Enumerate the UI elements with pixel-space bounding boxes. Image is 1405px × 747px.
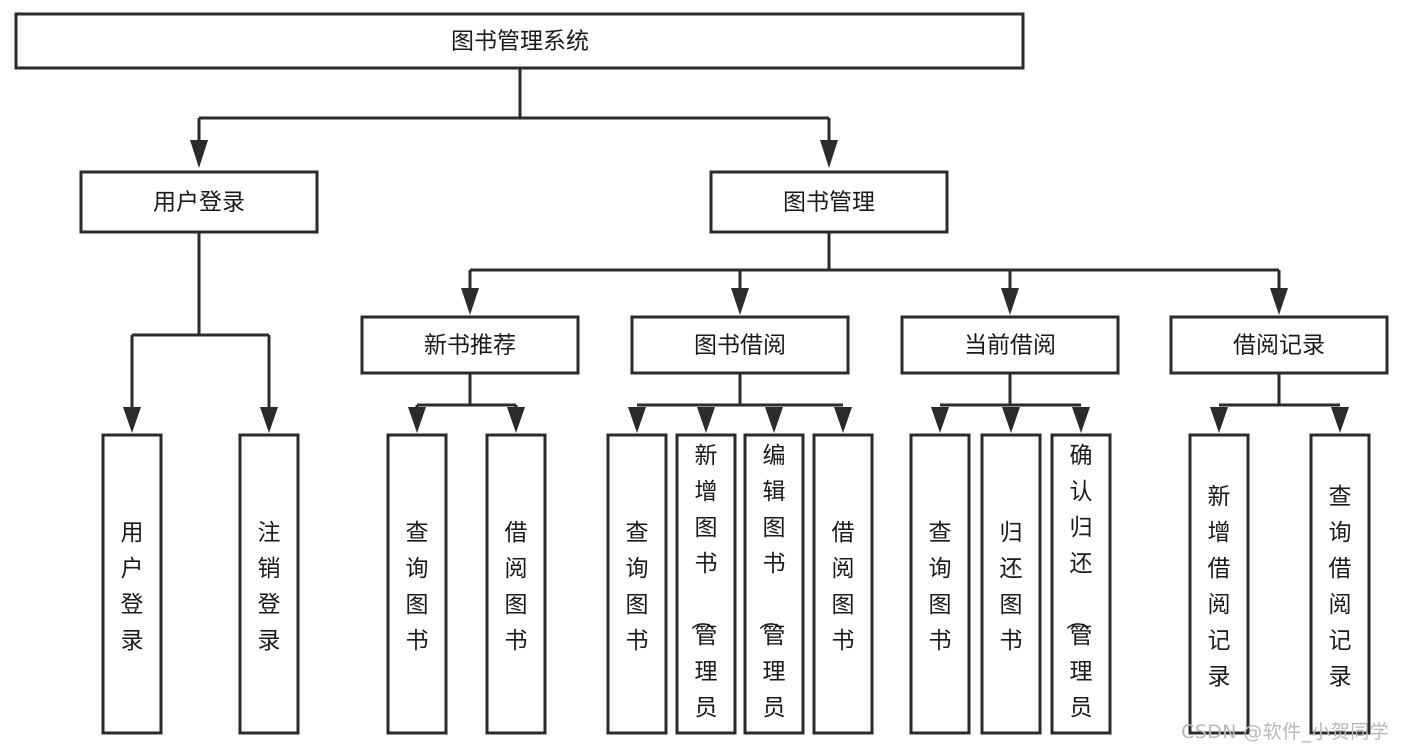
node-root[interactable]: 图书管理系统: [14, 12, 1025, 70]
arrow-leaf-add-borrow-record: [1210, 407, 1228, 433]
node-current-borrow-label: 当前借阅: [964, 333, 1056, 359]
node-leaf-add-book-admin[interactable]: [675, 433, 737, 735]
node-borrow-record-box[interactable]: [1169, 315, 1389, 375]
arrow-leaf-return-book: [1002, 407, 1020, 433]
node-leaf-add-book-admin-label: 新增图书（管理员）: [689, 443, 718, 747]
arrow-leaf-confirm-return-admin: [1072, 407, 1090, 433]
arrow-to-new-book-recommend: [461, 288, 479, 315]
node-current-borrow[interactable]: 当前借阅: [900, 315, 1120, 375]
node-leaf-query-borrow-record-box[interactable]: [1309, 433, 1371, 735]
node-root-label: 图书管理系统: [451, 29, 589, 55]
node-leaf-user-login-label: 用户登录: [121, 520, 144, 654]
node-leaf-confirm-return-admin-label: 确认归还（管理员）: [1064, 443, 1093, 747]
node-leaf-user-logout-label: 注销登录: [258, 520, 281, 654]
node-leaf-query-book-rec-label: 查询图书: [406, 520, 429, 654]
node-borrow-record[interactable]: 借阅记录: [1169, 315, 1389, 375]
node-leaf-user-login-box[interactable]: [101, 433, 163, 735]
node-leaf-query-book-borrow-label: 查询图书: [626, 520, 649, 654]
node-leaf-query-book-borrow-box[interactable]: [606, 433, 668, 735]
node-leaf-query-book-rec[interactable]: [386, 433, 448, 735]
connector-layer: [123, 68, 1349, 433]
node-new-book-recommend-box[interactable]: [360, 315, 580, 375]
node-leaf-edit-book-admin-box[interactable]: [743, 433, 805, 735]
node-current-borrow-box[interactable]: [900, 315, 1120, 375]
watermark-text: CSDN @软件_小贺同学: [1181, 721, 1389, 743]
node-leaf-query-book-current-box[interactable]: [909, 433, 971, 735]
node-leaf-return-book-label: 归还图书: [1000, 520, 1023, 654]
leaf-text-layer: 用户登录 注销登录 查询图书 借阅图书 查询图书 新增图书（管理员） 编辑图书（管理员） 借阅…: [121, 443, 1352, 747]
arrow-leaf-user-login: [123, 407, 141, 433]
node-leaf-query-book-current-label: 查询图书: [929, 520, 952, 654]
arrow-to-book-manage: [820, 140, 838, 168]
node-leaf-borrow-book-rec-box[interactable]: [485, 433, 547, 735]
node-leaf-return-book[interactable]: [980, 433, 1042, 735]
node-leaf-return-book-box[interactable]: [980, 433, 1042, 735]
arrow-leaf-user-logout: [260, 407, 278, 433]
node-leaf-user-login[interactable]: [101, 433, 163, 735]
node-book-borrow-box[interactable]: [630, 315, 850, 375]
node-leaf-edit-book-admin[interactable]: [743, 433, 805, 735]
arrow-leaf-borrow-book: [834, 407, 852, 433]
leaf-nodes-layer: [101, 433, 1371, 735]
arrow-to-borrow-record: [1270, 288, 1288, 315]
node-leaf-query-borrow-record-label: 查询借阅记录: [1329, 484, 1352, 690]
node-root-box[interactable]: [14, 12, 1025, 70]
arrow-leaf-add-book-admin: [697, 407, 715, 433]
arrow-to-book-borrow: [731, 288, 749, 315]
arrow-to-current-borrow: [1001, 288, 1019, 315]
node-book-manage-box[interactable]: [709, 170, 949, 234]
node-leaf-add-borrow-record[interactable]: [1188, 433, 1250, 735]
node-leaf-query-book-borrow[interactable]: [606, 433, 668, 735]
node-leaf-add-borrow-record-label: 新增借阅记录: [1208, 484, 1231, 690]
node-user-login[interactable]: 用户登录: [79, 170, 319, 234]
arrow-leaf-query-book-borrow: [628, 407, 646, 433]
node-book-borrow-label: 图书借阅: [694, 333, 786, 359]
node-book-borrow[interactable]: 图书借阅: [630, 315, 850, 375]
node-leaf-query-book-current[interactable]: [909, 433, 971, 735]
node-new-book-recommend[interactable]: 新书推荐: [360, 315, 580, 375]
node-borrow-record-label: 借阅记录: [1233, 333, 1325, 359]
arrow-leaf-edit-book-admin: [765, 407, 783, 433]
arrow-leaf-borrow-book-rec: [507, 407, 525, 433]
node-leaf-user-logout[interactable]: [238, 433, 300, 735]
node-leaf-edit-book-admin-label: 编辑图书（管理员）: [757, 443, 786, 747]
node-leaf-confirm-return-admin[interactable]: [1050, 433, 1112, 735]
node-user-login-box[interactable]: [79, 170, 319, 234]
node-leaf-user-logout-box[interactable]: [238, 433, 300, 735]
node-leaf-borrow-book-rec[interactable]: [485, 433, 547, 735]
arrow-leaf-query-borrow-record: [1331, 407, 1349, 433]
node-book-manage-label: 图书管理: [783, 190, 875, 216]
node-leaf-borrow-book-rec-label: 借阅图书: [505, 520, 528, 654]
node-leaf-query-book-rec-box[interactable]: [386, 433, 448, 735]
arrow-to-user-login: [190, 140, 208, 168]
arrow-leaf-query-book-rec: [408, 407, 426, 433]
node-leaf-borrow-book[interactable]: [812, 433, 874, 735]
node-leaf-add-borrow-record-box[interactable]: [1188, 433, 1250, 735]
node-leaf-add-book-admin-box[interactable]: [675, 433, 737, 735]
node-book-manage[interactable]: 图书管理: [709, 170, 949, 234]
node-leaf-confirm-return-admin-box[interactable]: [1050, 433, 1112, 735]
node-leaf-borrow-book-label: 借阅图书: [832, 520, 855, 654]
arrow-leaf-query-book-current: [931, 407, 949, 433]
node-new-book-recommend-label: 新书推荐: [424, 333, 516, 359]
node-leaf-query-borrow-record[interactable]: [1309, 433, 1371, 735]
node-leaf-borrow-book-box[interactable]: [812, 433, 874, 735]
node-user-login-label: 用户登录: [153, 190, 245, 216]
